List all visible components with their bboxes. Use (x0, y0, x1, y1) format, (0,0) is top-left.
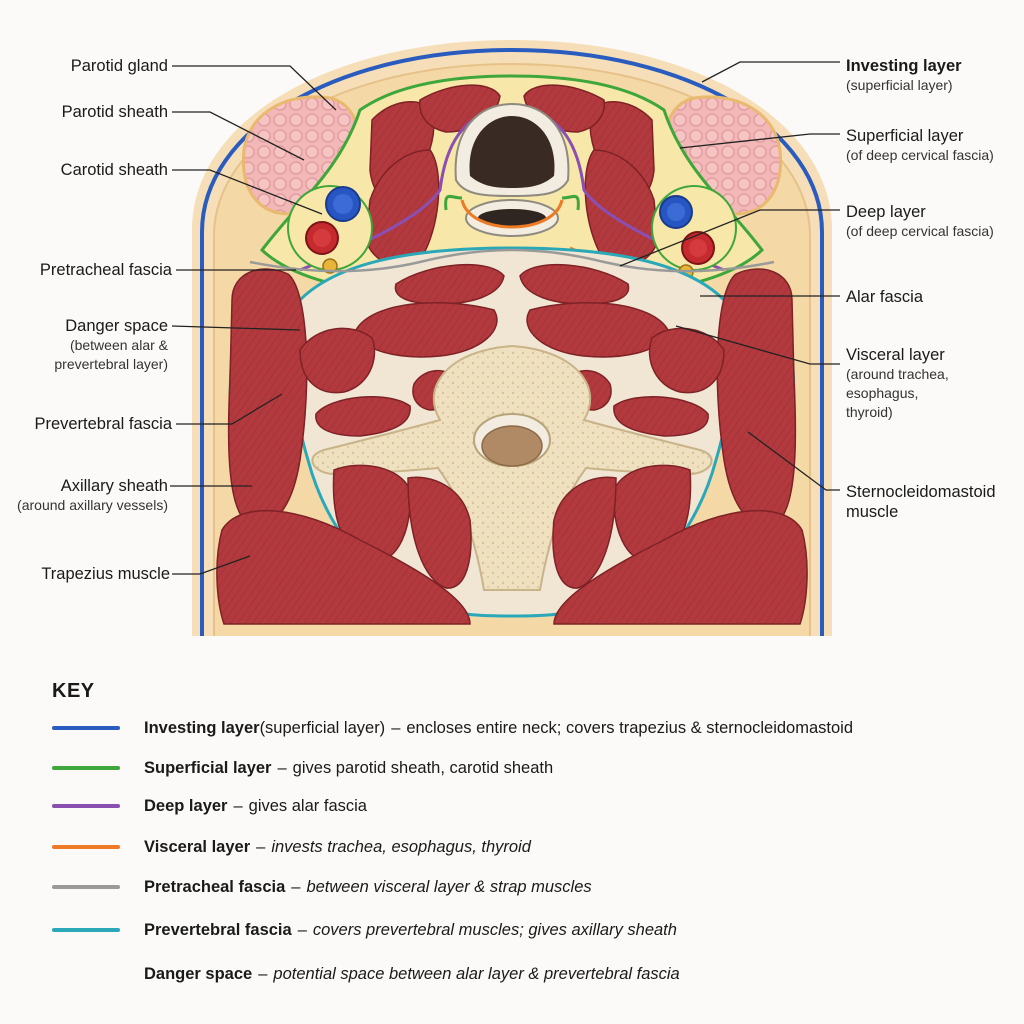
key-term: Danger space (144, 964, 253, 983)
key-separator: – (291, 877, 301, 896)
mid-muscle-left (315, 396, 411, 437)
leader-visceral (675, 325, 840, 365)
key-swatch (52, 766, 120, 770)
key-description: gives parotid sheath, carotid sheath (292, 758, 554, 777)
trapezius-right (553, 509, 808, 625)
label-axillary-sheath: Axillary sheath (around axillary vessels… (17, 477, 168, 513)
trachea-lumen (469, 116, 555, 188)
label-prevertebral-fascia: Prevertebral fascia (34, 415, 172, 433)
key-term: Deep layer (144, 796, 228, 815)
key-separator: – (297, 920, 307, 939)
key-description: between visceral layer & strap muscles (306, 877, 592, 896)
key-term: Investing layer (144, 718, 260, 737)
scalene-muscle-right (648, 327, 725, 394)
key-separator: – (391, 718, 401, 737)
label-deep-layer: Deep layer (of deep cervical fascia) (846, 203, 994, 239)
vagus-nerve-left (322, 258, 338, 274)
sternocleidomastoid-right (716, 268, 797, 527)
leader-danger-space (171, 325, 301, 331)
key-row: Danger space–potential space between ala… (52, 962, 680, 986)
visceral-layer-inner-line (460, 199, 564, 229)
prevertebral-muscle-upper-left (394, 263, 505, 305)
key-swatch (52, 885, 120, 889)
key-term: Visceral layer (144, 837, 251, 856)
label-visceral-layer: Visceral layer (around trachea, esophagu… (846, 346, 949, 420)
key-swatch (52, 928, 120, 932)
key-separator: – (256, 837, 266, 856)
key-separator: – (233, 796, 243, 815)
label-trapezius-muscle: Trapezius muscle (41, 565, 170, 583)
label-parotid-sheath: Parotid sheath (61, 103, 168, 121)
key-term: Prevertebral fascia (144, 920, 292, 939)
key-description: covers prevertebral muscles; gives axill… (312, 920, 677, 939)
key-swatch (52, 845, 120, 849)
label-sternocleidomastoid: Sternocleidomastoid muscle (846, 483, 996, 521)
leader-lines-left (170, 65, 337, 575)
investing-layer-line (200, 47, 824, 636)
longus-muscle-left (355, 302, 498, 358)
label-carotid-sheath: Carotid sheath (60, 161, 168, 179)
label-parotid-gland: Parotid gland (70, 57, 168, 75)
key-term-extra: (superficial layer) (259, 718, 386, 737)
key-term: Superficial layer (144, 758, 272, 777)
leader-investing (701, 61, 840, 83)
longus-muscle-right (526, 302, 669, 358)
deep-back-muscle-right-2 (552, 476, 617, 589)
key-swatch (52, 726, 120, 730)
trapezius-left (216, 509, 471, 625)
leader-parotid-gland (172, 65, 337, 111)
leader-carotid-sheath (172, 169, 323, 215)
key-row: Prevertebral fascia–covers prevertebral … (52, 918, 677, 942)
scalene-muscle-left (299, 327, 376, 394)
label-pretracheal-fascia: Pretracheal fascia (39, 261, 172, 279)
key-row: Superficial layer–gives parotid sheath, … (52, 756, 553, 780)
key-title: KEY (52, 680, 95, 702)
prevertebral-muscle-upper-right (519, 263, 630, 305)
leader-superficial (679, 133, 840, 149)
leader-parotid-sheath (172, 111, 305, 161)
leader-trapezius (172, 555, 251, 575)
key-row: Visceral layer–invests trachea, esophagu… (52, 835, 531, 859)
key-description: gives alar fascia (248, 796, 367, 815)
key-swatch (52, 972, 120, 976)
pretracheal-fascia-line (249, 248, 513, 273)
key-swatch (52, 804, 120, 808)
key-separator: – (277, 758, 287, 777)
vertebra (311, 344, 713, 591)
key-description: encloses entire neck; covers trapezius &… (406, 718, 854, 737)
key-description: invests trachea, esophagus, thyroid (271, 837, 531, 856)
key-row: Investing layer (superficial layer)–encl… (52, 716, 853, 740)
key-row: Deep layer–gives alar fascia (52, 794, 367, 818)
mid-muscle-right (613, 396, 709, 437)
label-alar-fascia: Alar fascia (846, 288, 924, 306)
key-term: Pretracheal fascia (144, 877, 286, 896)
label-superficial-layer: Superficial layer (of deep cervical fasc… (846, 127, 994, 163)
leader-deep (619, 209, 840, 267)
key-row: Pretracheal fascia–between visceral laye… (52, 875, 592, 899)
key-description: potential space between alar layer & pre… (273, 964, 680, 983)
deep-back-muscle-left-2 (407, 476, 472, 589)
label-danger-space: Danger space (between alar & prevertebra… (54, 317, 168, 372)
neck-cross-section (170, 40, 840, 636)
label-investing-layer: Investing layer (superficial layer) (846, 57, 962, 93)
key-separator: – (258, 964, 268, 983)
leader-prevertebral (176, 393, 283, 425)
leader-sternocleidomastoid (747, 431, 840, 491)
leader-lines-right (619, 61, 840, 491)
spinal-cord (481, 425, 543, 467)
